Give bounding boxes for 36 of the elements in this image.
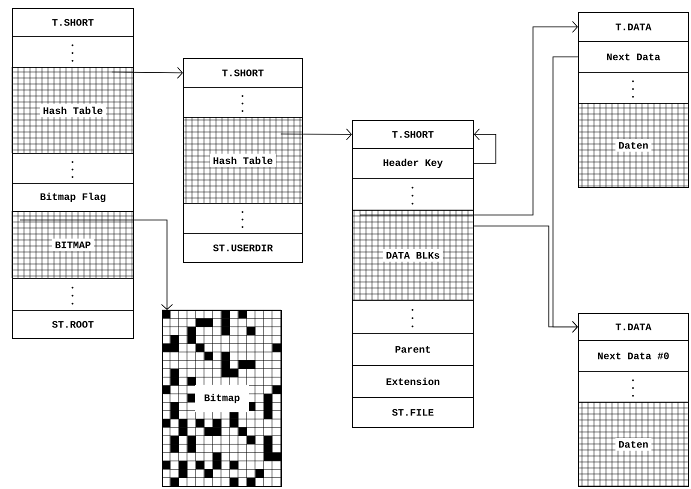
field-row: Parent: [352, 333, 474, 366]
hash-table-row: Hash Table: [12, 66, 134, 154]
ellipsis-row: [12, 36, 134, 68]
field-row: Extension: [352, 365, 474, 398]
header-row: T.SHORT: [352, 120, 474, 149]
field-row: Next Data: [578, 41, 689, 73]
footer-row: ST.ROOT: [12, 310, 134, 339]
data-row: Daten: [578, 402, 689, 487]
bitmap-row: BITMAP: [12, 210, 134, 279]
footer-row: ST.USERDIR: [183, 233, 303, 263]
header-row: T.SHORT: [183, 58, 303, 88]
ellipsis-row: [183, 87, 303, 118]
ellipsis-row: [183, 203, 303, 234]
header-row: T.SHORT: [12, 8, 134, 37]
arrow: [552, 56, 578, 333]
ellipsis-row: [352, 300, 474, 334]
ellipsis-row: [12, 153, 134, 184]
data-row: Daten: [578, 102, 689, 188]
header-row: T.DATA: [578, 12, 689, 42]
hash-table-row: Hash Table: [182, 116, 303, 204]
ellipsis-row: [12, 278, 134, 311]
arrow: [20, 220, 173, 310]
ellipsis-row: [578, 72, 689, 104]
ellipsis-row: [578, 371, 689, 403]
field-row: Header Key: [352, 148, 474, 179]
arrow: [111, 66, 183, 79]
field-row: Bitmap Flag: [12, 183, 134, 212]
header-row: T.DATA: [578, 313, 689, 341]
arrow: [473, 128, 496, 164]
bitmap-grid: Bitmap: [162, 310, 282, 487]
field-row: Next Data #0: [578, 340, 689, 372]
arrow: [280, 128, 352, 140]
footer-row: ST.FILE: [352, 397, 474, 428]
ellipsis-row: [352, 178, 474, 211]
arrow: [360, 21, 578, 216]
data-blocks-row: DATA BLKs: [352, 210, 474, 301]
